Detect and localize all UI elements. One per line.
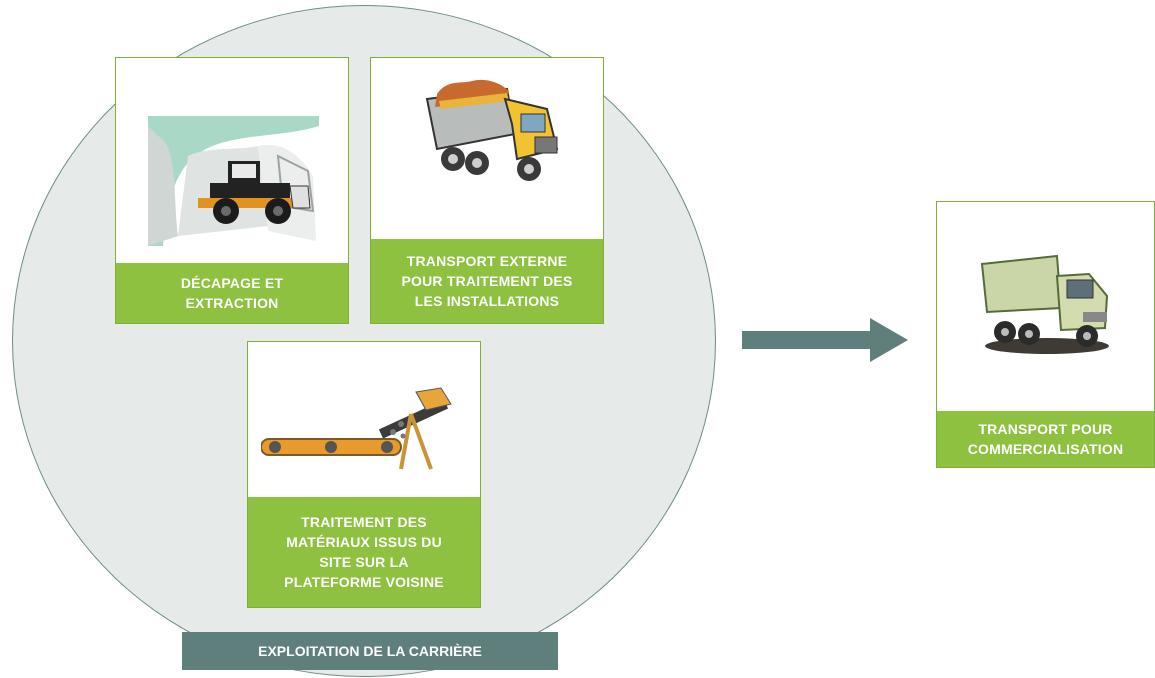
step-label-transport-externe: TRANSPORT EXTERNE POUR TRAITEMENT DES LE… xyxy=(371,239,603,323)
step-label-decapage: DÉCAPAGE ET EXTRACTION xyxy=(116,263,348,323)
quarry-operation-banner: EXPLOITATION DE LA CARRIÈRE xyxy=(182,632,558,670)
step-label-commercialisation: TRANSPORT POUR COMMERCIALISATION xyxy=(937,411,1154,467)
step-card-commercialisation: TRANSPORT POUR COMMERCIALISATION xyxy=(936,201,1155,468)
dump-truck-icon xyxy=(417,79,563,191)
wheel-loader-icon xyxy=(148,116,319,246)
tipper-truck-icon xyxy=(977,246,1115,358)
conveyor-belt-icon xyxy=(260,384,464,477)
step-card-transport-externe: TRANSPORT EXTERNE POUR TRAITEMENT DES LE… xyxy=(370,57,604,324)
step-card-decapage: DÉCAPAGE ET EXTRACTION xyxy=(115,57,349,324)
step-card-traitement: TRAITEMENT DES MATÉRIAUX ISSUS DU SITE S… xyxy=(247,341,481,608)
step-label-traitement: TRAITEMENT DES MATÉRIAUX ISSUS DU SITE S… xyxy=(248,497,480,607)
flow-arrow-icon xyxy=(742,318,908,367)
